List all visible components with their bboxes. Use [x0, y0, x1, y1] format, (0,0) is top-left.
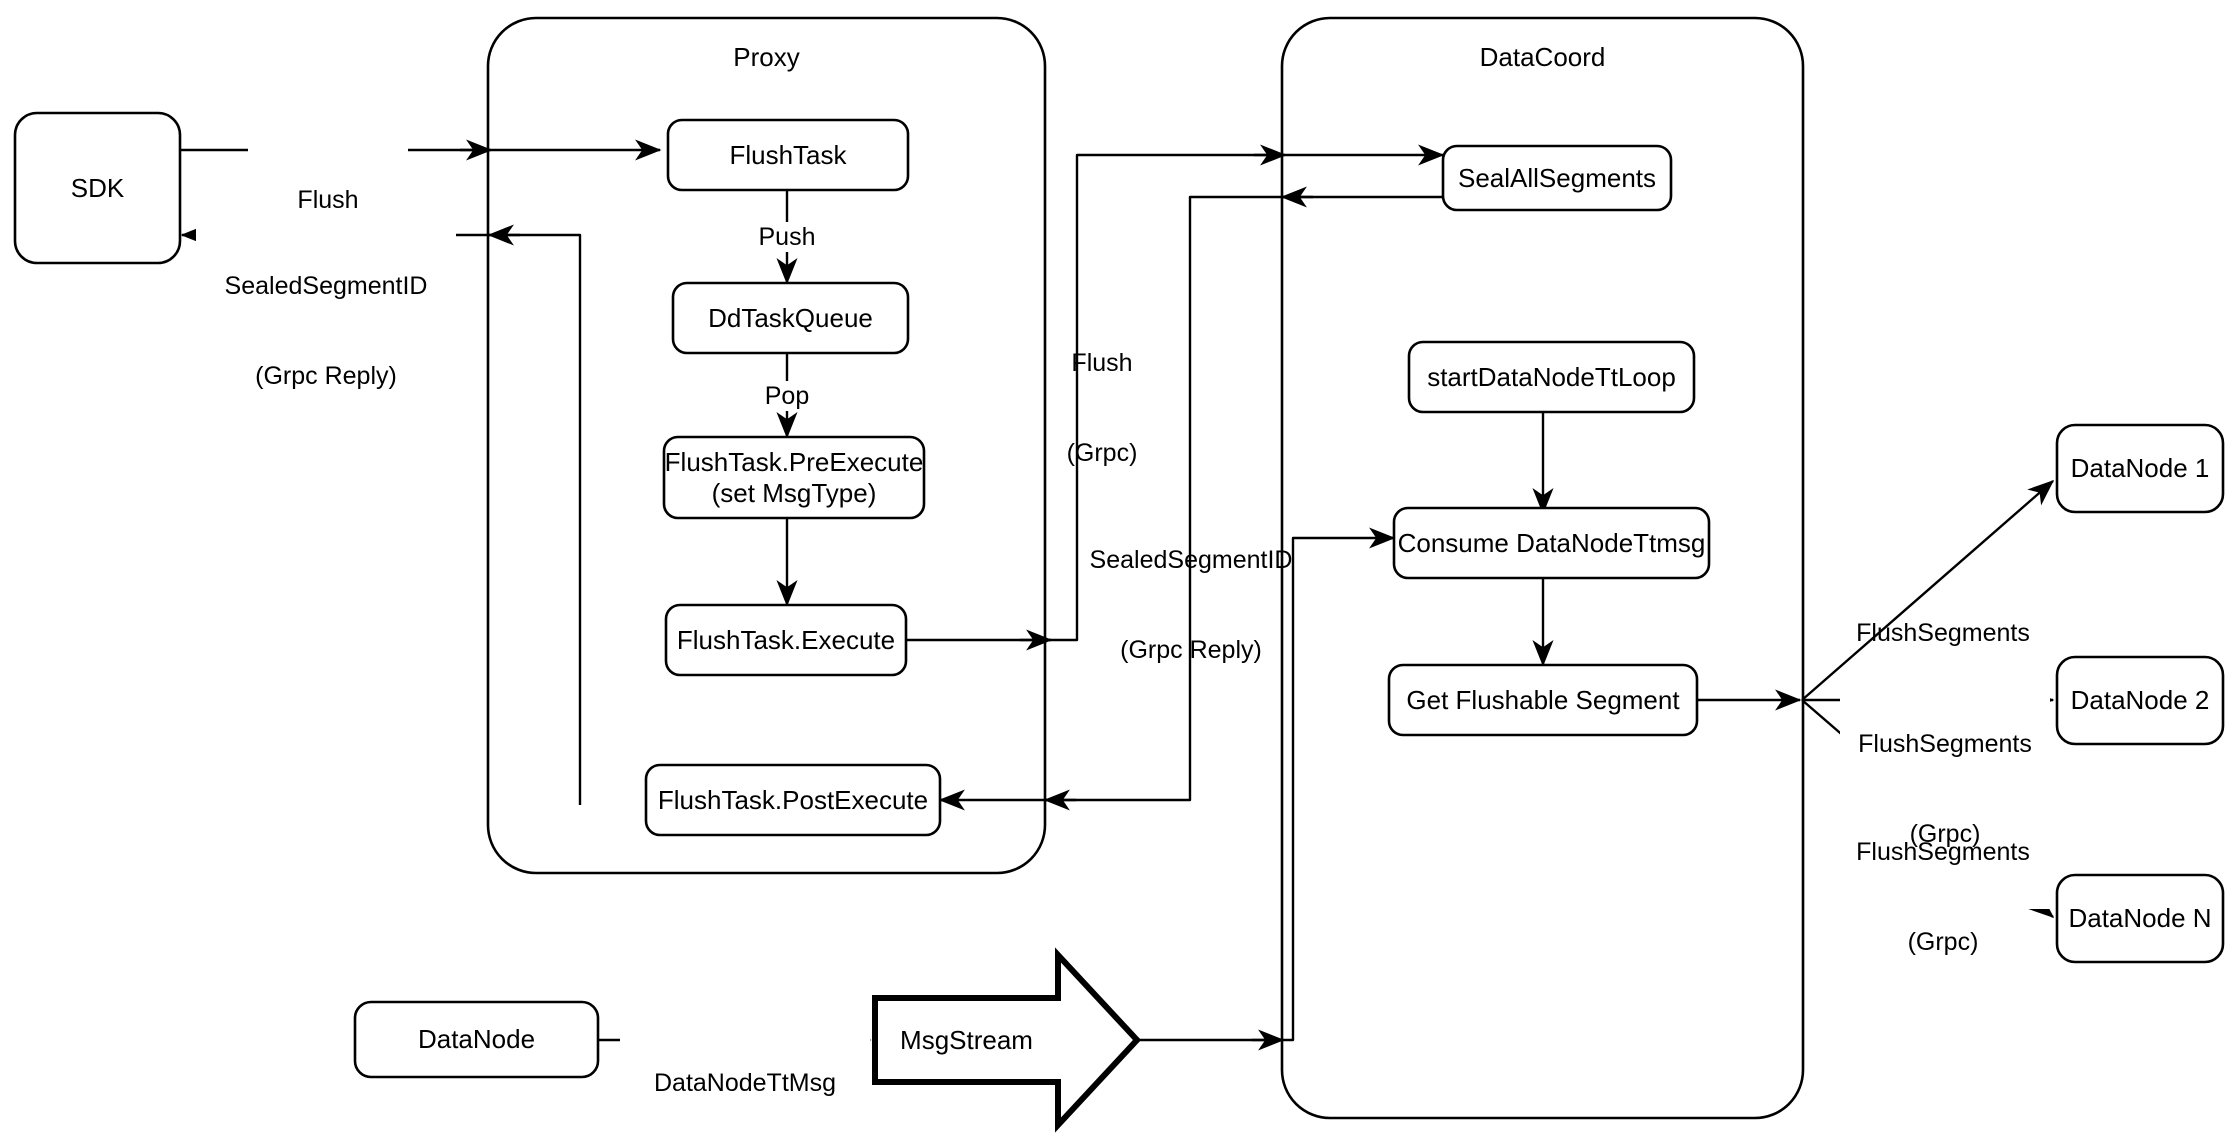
node-start-datanode-tt-loop[interactable]	[1407, 340, 1696, 414]
datacoord-container-title: DataCoord	[1479, 42, 1606, 72]
node-consume-datanode-ttmsg[interactable]	[1392, 506, 1711, 580]
proxy-container-title: Proxy	[733, 42, 800, 72]
shape-msgstream-arrow[interactable]	[872, 947, 1142, 1133]
node-get-flushable-segment[interactable]	[1387, 663, 1699, 737]
node-flushtask-postexecute[interactable]	[644, 763, 942, 837]
node-flushtask-execute[interactable]	[664, 603, 908, 677]
node-datanode-n[interactable]	[2055, 873, 2225, 964]
node-datanode-2[interactable]	[2055, 655, 2225, 746]
node-flushtask-preexecute[interactable]	[662, 435, 926, 520]
edge-hub-to-datanode-1	[1801, 480, 2055, 701]
edge-msgstream-to-consume	[1137, 527, 1396, 1042]
node-datanode-1[interactable]	[2055, 423, 2225, 514]
node-sdk[interactable]	[13, 111, 182, 265]
node-flush-task[interactable]	[666, 118, 910, 192]
node-seal-all-segments[interactable]	[1441, 144, 1673, 212]
edge-hub-to-datanode-n	[1801, 699, 2055, 918]
node-dd-task-queue[interactable]	[671, 281, 910, 355]
node-datanode-source[interactable]	[353, 1000, 600, 1079]
